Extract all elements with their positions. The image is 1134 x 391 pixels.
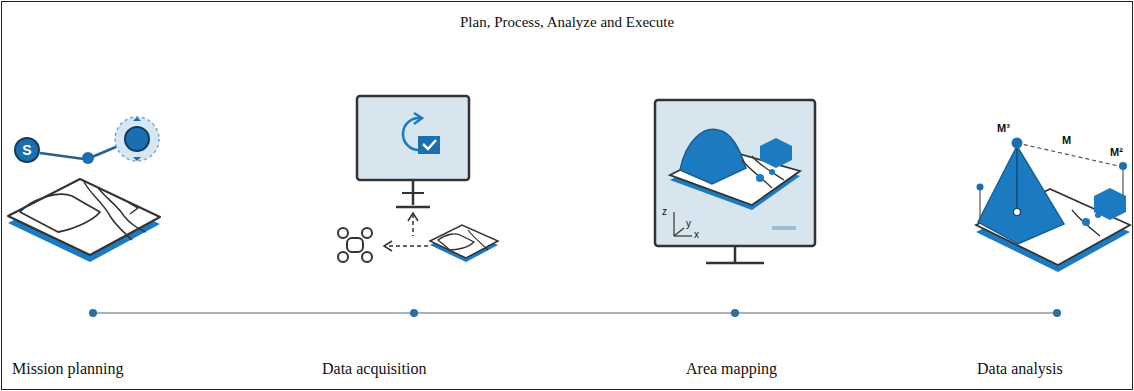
timeline <box>89 309 1061 317</box>
mapping-monitor-icon <box>655 100 815 263</box>
mission-map-icon <box>8 117 160 262</box>
stage-label: Mission planning <box>12 360 124 378</box>
axis-label: y <box>686 218 691 229</box>
distance-mark: M <box>1062 134 1071 146</box>
axis-label: x <box>694 229 699 240</box>
stage-label: Data acquisition <box>322 360 426 378</box>
volume-mark: M³ <box>997 122 1010 134</box>
start-circle: S <box>14 137 40 163</box>
area-mark: M² <box>1110 146 1123 158</box>
analysis-map-icon <box>976 138 1130 273</box>
acquisition-icon <box>338 96 498 262</box>
axis-label: z <box>662 206 667 217</box>
stage-label: Data analysis <box>977 360 1063 378</box>
start-letter: S <box>22 142 31 158</box>
diagram-title: Plan, Process, Analyze and Execute <box>460 14 674 31</box>
stage-label: Area mapping <box>686 360 777 378</box>
